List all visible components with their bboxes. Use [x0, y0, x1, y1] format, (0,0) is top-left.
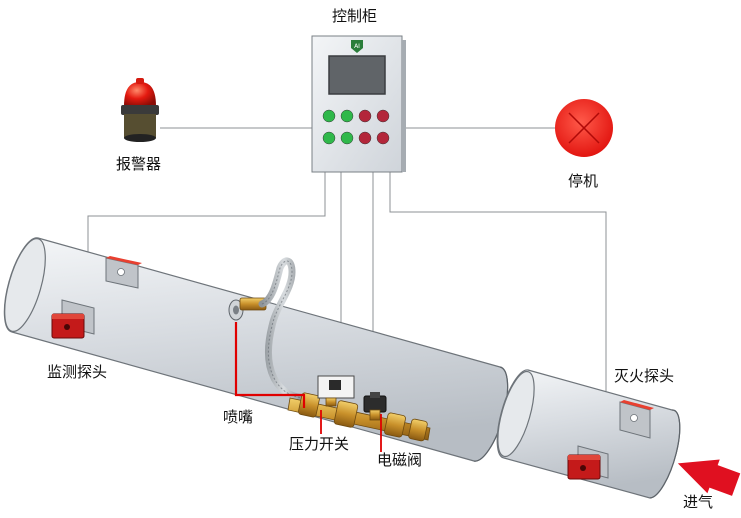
cabinet-logo-icon: AI	[351, 40, 363, 53]
second-pipe	[496, 369, 681, 499]
nozzle-label: 喷嘴	[223, 408, 254, 426]
cabinet-buttons	[322, 109, 390, 145]
cabinet-button-green	[340, 109, 354, 123]
wiring	[87, 127, 607, 398]
cabinet-screen	[328, 55, 386, 95]
shutdown-indicator	[555, 99, 613, 157]
probe-head-lower	[51, 299, 95, 339]
cabinet-button-red	[358, 109, 372, 123]
solenoid-valve-label: 电磁阀	[377, 451, 423, 469]
solenoid-valve	[363, 392, 387, 421]
valve-assembly	[287, 392, 431, 442]
fire-out-probe	[567, 400, 654, 480]
cabinet-button-red	[358, 131, 372, 145]
air-inlet-arrow-icon	[677, 459, 741, 496]
probe-head-upper	[619, 400, 654, 439]
pressure-switch-label: 压力开关	[289, 435, 350, 453]
probe-head-lower	[567, 445, 609, 480]
svg-text:AI: AI	[354, 43, 360, 50]
probe-head-upper	[105, 256, 142, 289]
alarm-light	[121, 78, 159, 142]
control-cabinet: AI	[311, 35, 406, 173]
nozzle	[228, 297, 267, 321]
shutdown-label: 停机	[568, 172, 599, 190]
monitor-probe	[51, 256, 142, 339]
alarm-label: 报警器	[116, 155, 162, 173]
cabinet-button-red	[376, 109, 390, 123]
cabinet-button-green	[322, 109, 336, 123]
pressure-switch	[317, 375, 355, 407]
nozzle-callout-line	[234, 322, 306, 408]
cabinet-button-green	[322, 131, 336, 145]
air-inlet-label: 进气	[683, 493, 714, 511]
main-pipe	[3, 237, 509, 462]
wire-fire-out-probe	[389, 172, 607, 398]
cabinet-button-red	[376, 131, 390, 145]
control-cabinet-label: 控制柜	[332, 7, 378, 25]
fire-out-probe-label: 灭火探头	[614, 367, 675, 385]
monitor-probe-label: 监测探头	[47, 363, 108, 381]
cabinet-button-green	[340, 131, 354, 145]
